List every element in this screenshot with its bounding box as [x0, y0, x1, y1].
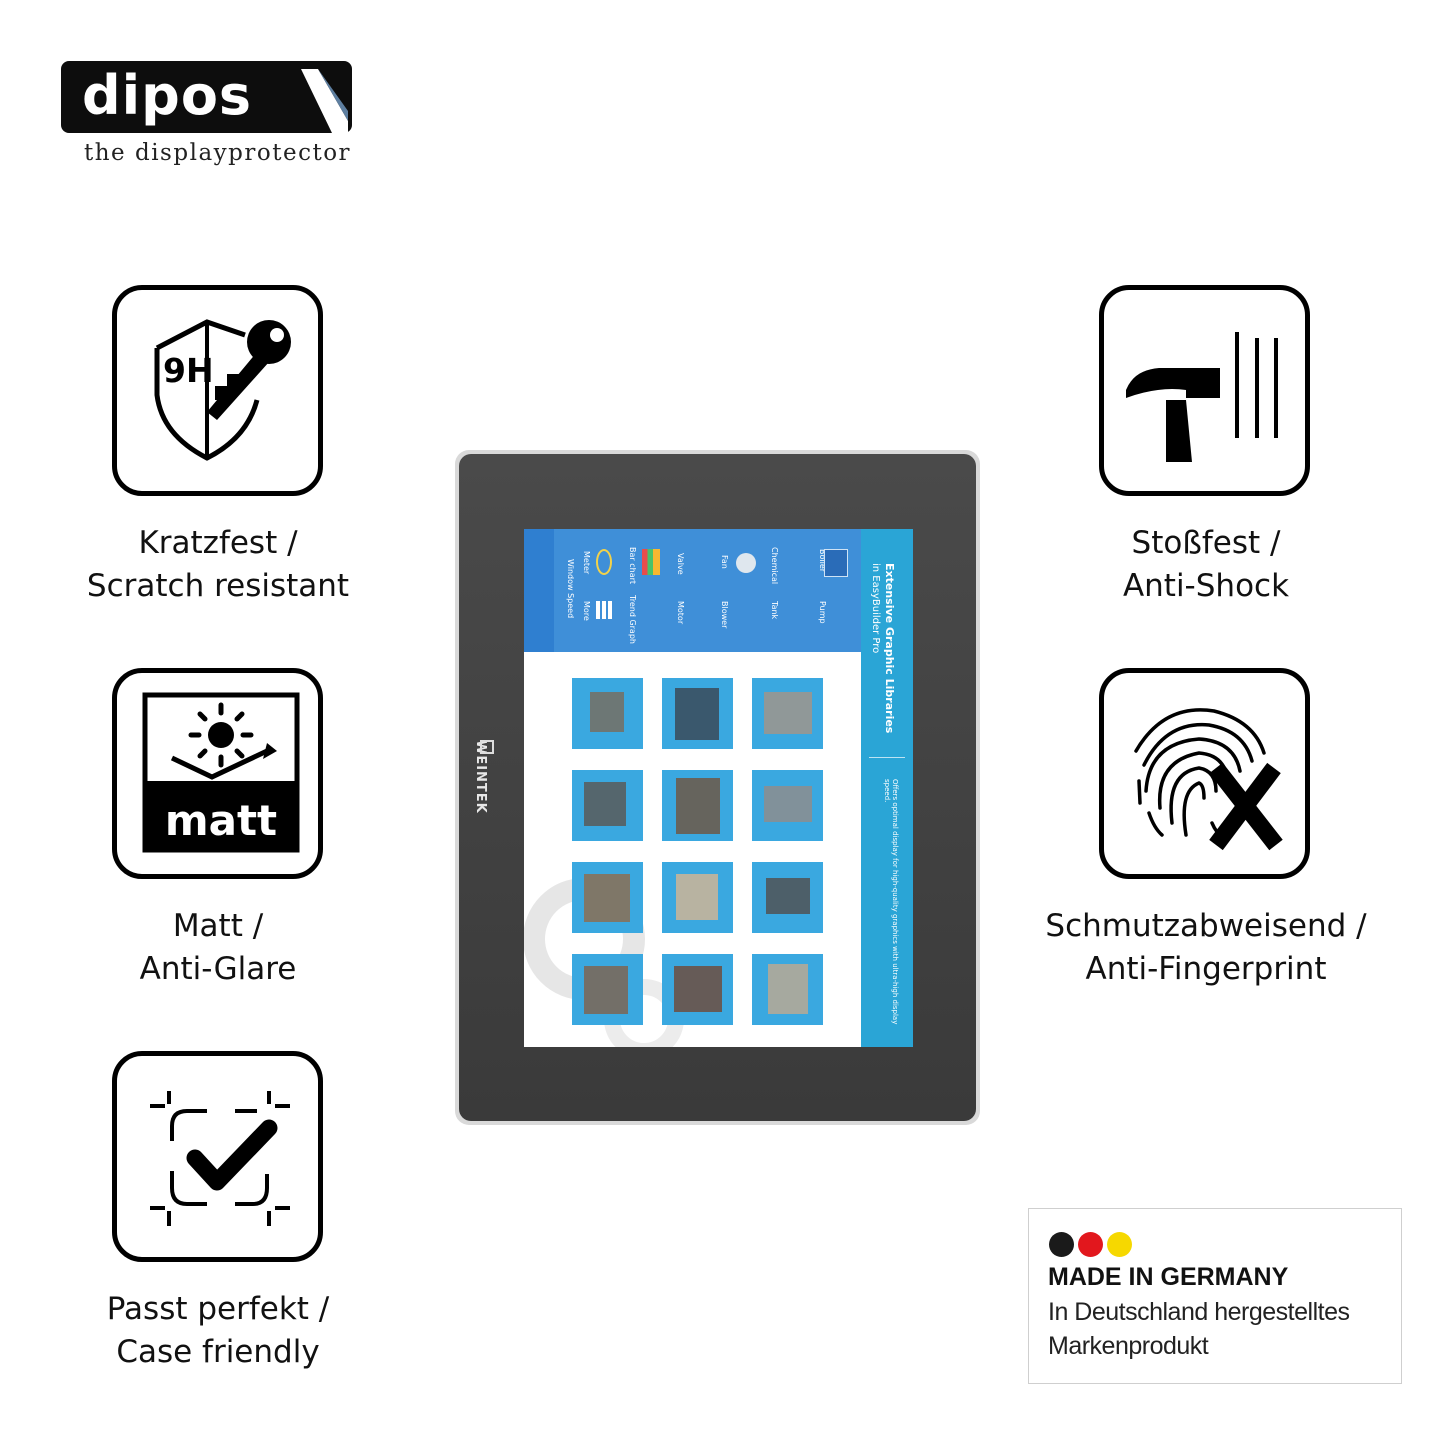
sun-matt-icon: matt	[142, 692, 300, 853]
bar-chart-icon	[642, 549, 660, 575]
logo-tagline: the displayprotector	[84, 140, 352, 166]
menu-item-motor[interactable]: Motor	[676, 601, 685, 625]
screen-divider	[869, 757, 905, 758]
menu-item-window-speed[interactable]: Window Speed	[566, 559, 575, 619]
screen-side-strip	[524, 529, 554, 652]
machine-image	[764, 786, 812, 822]
menu-item-tank[interactable]: Tank	[770, 601, 779, 620]
matt-label: Matt /Anti-Glare	[139, 908, 297, 987]
machine-image	[764, 692, 812, 734]
flag-dot-red	[1078, 1232, 1103, 1257]
machine-image	[674, 966, 722, 1012]
brand-logo-icon	[480, 740, 494, 754]
made-in-germany-badge	[1028, 1208, 1402, 1384]
device-brand: WEINTEK	[473, 740, 488, 814]
fit-feature-icon-box	[112, 1051, 323, 1262]
fingerprint-feature-icon-box	[1099, 668, 1310, 879]
machine-image	[768, 964, 808, 1014]
badge-matt: matt	[165, 796, 277, 845]
logo-text: dipos	[82, 64, 253, 127]
machine-image	[675, 688, 719, 740]
scratch-feature-icon-box: 9H	[112, 285, 323, 496]
flag-dot-gold	[1107, 1232, 1132, 1257]
boiler-icon	[824, 549, 848, 577]
made-in-title: MADE IN GERMANY	[1048, 1263, 1289, 1291]
screen-subtitle: in EasyBuilder Pro	[870, 563, 881, 654]
logo-peel-icon	[301, 69, 348, 133]
menu-item-valve[interactable]: Valve	[676, 553, 685, 575]
fan-icon	[736, 553, 756, 573]
fingerprint-x-icon	[1134, 708, 1283, 851]
made-in-line1: In Deutschland hergestelltes	[1048, 1298, 1350, 1326]
frame-check-icon	[150, 1091, 290, 1226]
menu-item-meter[interactable]: Meter	[582, 551, 591, 575]
badge-9h: 9H	[163, 351, 214, 390]
machine-image	[584, 874, 630, 922]
fit-label: Passt perfekt /Case friendly	[106, 1291, 330, 1370]
machine-image	[676, 874, 718, 920]
screen-caption: Offers optimal display for high-quality …	[883, 779, 899, 1025]
fingerprint-label: Schmutzabweisend /Anti-Fingerprint	[1045, 908, 1367, 987]
machine-image	[590, 692, 624, 732]
meter-icon	[596, 549, 612, 575]
menu-item-more[interactable]: More	[582, 601, 591, 621]
made-in-line2: Markenprodukt	[1048, 1332, 1209, 1360]
machine-image	[584, 782, 626, 826]
menu-item-chemical[interactable]: Chemical	[770, 547, 779, 585]
flag-dot-black	[1049, 1232, 1074, 1257]
menu-item-blower[interactable]: Blower	[720, 601, 729, 629]
machine-image	[766, 878, 810, 914]
menu-item-pump[interactable]: Pump	[818, 601, 827, 624]
screen-title-bar: Extensive Graphic Libraries in EasyBuild…	[861, 529, 913, 1047]
shield-key-9h-icon: 9H	[154, 319, 291, 461]
menu-item-fan[interactable]: Fan	[720, 555, 729, 569]
menu-item-boiler[interactable]: Boiler	[818, 549, 827, 573]
screen-menu-panel: Boiler Chemical Fan Valve Bar chart Mete…	[524, 529, 861, 652]
hammer-icon	[1126, 332, 1278, 462]
matt-feature-icon-box: matt	[112, 668, 323, 879]
scratch-label: Kratzfest /Scratch resistant	[86, 525, 350, 604]
more-grid-icon	[596, 601, 614, 619]
shock-label: Stoßfest /Anti-Shock	[1122, 525, 1290, 604]
menu-item-trend-graph[interactable]: Trend Graph	[628, 595, 637, 644]
machine-image	[584, 966, 628, 1014]
machine-image	[676, 778, 720, 834]
menu-item-bar-chart[interactable]: Bar chart	[628, 547, 637, 585]
screen-title: Extensive Graphic Libraries	[883, 563, 896, 734]
shock-feature-icon-box	[1099, 285, 1310, 496]
